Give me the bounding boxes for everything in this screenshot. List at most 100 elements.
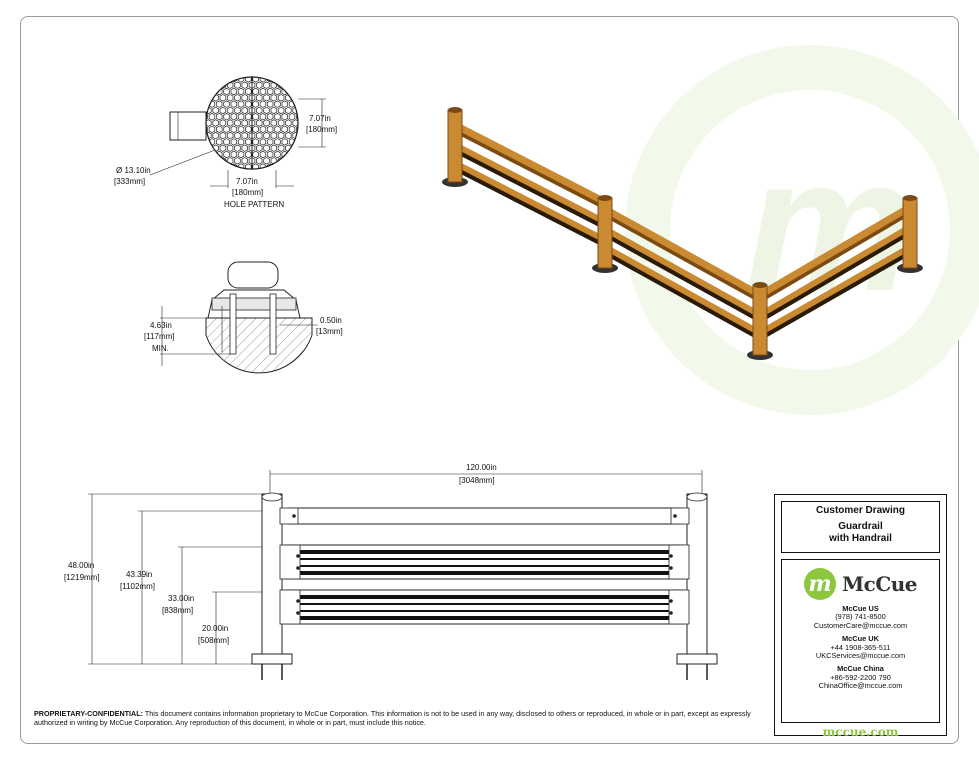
hex-grid	[206, 77, 298, 169]
watermark-logo: m	[625, 45, 979, 415]
h3-mm-label: [838mm]	[162, 606, 193, 615]
notice-text: This document contains information propr…	[34, 709, 751, 727]
hex-cell	[230, 138, 238, 146]
hex-cell	[226, 119, 234, 127]
section-view: 4.63in [117mm] MIN. 0.50in [13mm]	[144, 261, 343, 374]
hex-cell	[266, 100, 274, 108]
hex-cell	[234, 94, 241, 102]
notice-label: PROPRIETARY-CONFIDENTIAL:	[34, 709, 144, 718]
hex-cell	[277, 131, 285, 140]
hex-cell	[274, 100, 281, 108]
hex-cell	[223, 100, 230, 108]
hex-cell	[263, 131, 270, 140]
hex-cell	[270, 144, 278, 152]
hex-cell	[281, 138, 288, 146]
hex-cell	[234, 131, 241, 140]
h2-in-label: 43.39in	[126, 570, 152, 579]
hex-cell	[266, 112, 274, 121]
hex-cell	[263, 144, 270, 152]
diameter-in-label: Ø 13.10in	[116, 166, 151, 175]
drawing-title-line2: with Handrail	[829, 533, 892, 544]
hex-cell	[234, 157, 241, 165]
hex-cell	[230, 112, 238, 121]
mccue-logo: m McCue	[782, 568, 939, 600]
hex-cell	[266, 150, 274, 159]
hex-cell	[256, 131, 263, 140]
h1-in-label: 48.00in	[68, 561, 94, 570]
h4-in-label: 20.00in	[202, 624, 228, 633]
website-link[interactable]: mccue.com	[822, 725, 899, 739]
hex-cell	[237, 138, 245, 146]
hex-cell	[237, 87, 245, 96]
length-in-label: 120.00in	[466, 463, 497, 472]
hex-cell	[259, 138, 267, 146]
guardrail-isometric	[442, 107, 923, 360]
hex-cell	[259, 87, 267, 96]
h2-mm-label: [1102mm]	[120, 582, 155, 591]
hex-cell	[245, 112, 252, 121]
hex-cell	[277, 144, 285, 152]
hex-cell	[252, 100, 259, 108]
hex-cell	[277, 94, 285, 102]
hex-cell	[219, 119, 227, 127]
h1-mm-label: [1219mm]	[64, 573, 100, 582]
hex-cell	[226, 144, 234, 152]
hex-cell	[219, 94, 227, 102]
hex-cell	[285, 131, 292, 140]
hex-cell	[241, 119, 248, 127]
drawing-title-line1: Guardrail	[838, 521, 883, 532]
hex-cell	[245, 100, 252, 108]
logo-mark-icon: m	[804, 568, 836, 600]
hex-cell	[274, 138, 281, 146]
hex-cell	[259, 125, 267, 134]
hex-cell	[241, 131, 248, 140]
title-block-header: Customer Drawing Guardrail with Handrail	[781, 501, 940, 553]
hex-cell	[216, 100, 223, 108]
hex-cell	[206, 119, 212, 127]
depth-note-label: MIN.	[152, 344, 169, 353]
office-china: McCue China +86-592-2200 790 ChinaOffice…	[818, 664, 903, 691]
hex-cell	[245, 125, 252, 134]
hex-cell	[219, 144, 227, 152]
h4-mm-label: [508mm]	[198, 636, 229, 645]
office-uk: McCue UK +44 1908-365-511 UKCServices@mc…	[815, 634, 906, 661]
vertical-mm-label: [180mm]	[306, 125, 337, 134]
hex-cell	[212, 119, 219, 127]
hex-cell	[256, 119, 263, 127]
hex-cell	[281, 125, 288, 134]
hex-cell	[263, 157, 270, 165]
hex-cell	[226, 131, 234, 140]
hex-cell	[212, 106, 219, 115]
hex-cell	[256, 157, 263, 165]
hex-cell	[252, 150, 259, 159]
hex-cell	[245, 87, 252, 96]
hex-cell	[234, 106, 241, 115]
hex-cell	[277, 106, 285, 115]
hex-cell	[245, 150, 252, 159]
hex-cell	[281, 100, 288, 108]
hex-cell	[230, 125, 238, 134]
contact-panel: m McCue McCue US (978) 741-8500 Customer…	[781, 559, 940, 723]
h3-in-label: 33.00in	[168, 594, 194, 603]
hex-cell	[270, 119, 278, 127]
hex-cell	[212, 131, 219, 140]
hex-cell	[223, 125, 230, 134]
hex-cell	[223, 150, 230, 159]
hex-cell	[216, 125, 223, 134]
hex-cell	[237, 125, 245, 134]
hex-cell	[288, 112, 296, 121]
hex-cell	[219, 106, 227, 115]
title-block: Customer Drawing Guardrail with Handrail…	[774, 494, 947, 739]
hex-cell	[252, 87, 259, 96]
hex-cell	[230, 150, 238, 159]
vertical-in-label: 7.07in	[309, 114, 331, 123]
hex-cell	[241, 144, 248, 152]
hex-cell	[234, 81, 241, 89]
hex-cell	[256, 144, 263, 152]
hex-cell	[252, 112, 259, 121]
hex-cell	[216, 112, 223, 121]
length-mm-label: [3048mm]	[459, 476, 495, 485]
hex-cell	[252, 125, 259, 134]
hex-cell	[230, 100, 238, 108]
hex-cell	[226, 106, 234, 115]
